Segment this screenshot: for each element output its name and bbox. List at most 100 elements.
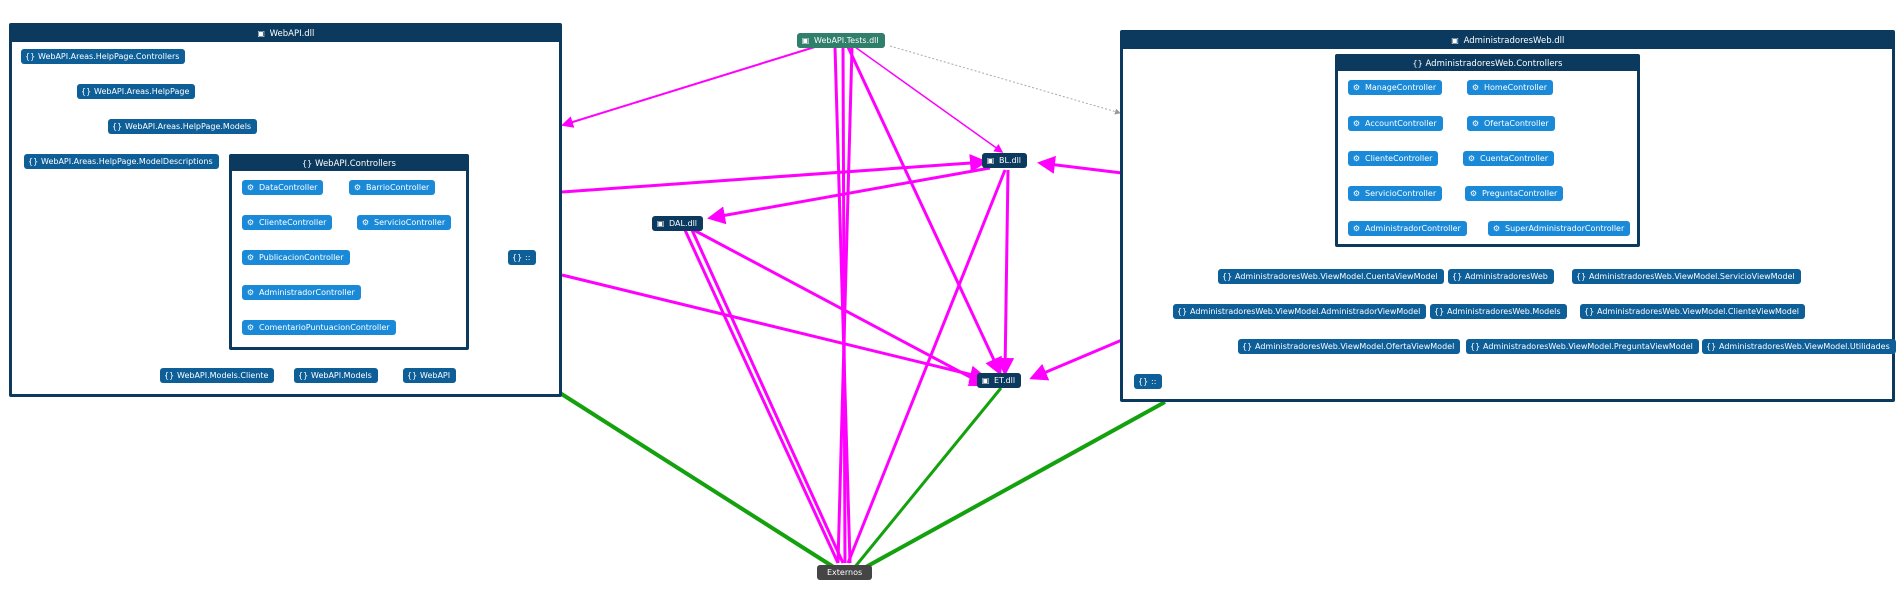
node-webapi-models[interactable]: {}WebAPI.Models — [294, 368, 378, 383]
edge-tests-webapi — [561, 45, 819, 128]
namespace-icon: {} — [1242, 342, 1253, 351]
node-webapi-models-cliente[interactable]: {}WebAPI.Models.Cliente — [160, 368, 275, 383]
assembly-icon: ▣ — [656, 219, 665, 228]
node-administrador-controller[interactable]: ⚙AdministradorController — [242, 285, 361, 300]
namespace-icon: {} — [164, 371, 175, 380]
class-icon: ⚙ — [246, 288, 255, 297]
node-data-controller[interactable]: ⚙DataController — [242, 180, 324, 195]
node-account-controller[interactable]: ⚙AccountController — [1348, 116, 1443, 131]
edge-tests-externos3 — [833, 46, 852, 564]
node-admin-root[interactable]: {}AdministradoresWeb — [1448, 269, 1554, 284]
assembly-icon: ▣ — [801, 36, 810, 45]
namespace-icon: {} — [1452, 272, 1463, 281]
class-icon: ⚙ — [1352, 224, 1361, 233]
edge-webapi-bl — [561, 154, 988, 194]
webapi-assembly-header[interactable]: ▣ WebAPI.dll — [12, 26, 559, 42]
node-superadmin-controller[interactable]: ⚙SuperAdministradorController — [1488, 221, 1631, 236]
edge-dal-externos2 — [690, 229, 845, 564]
class-icon: ⚙ — [1469, 189, 1478, 198]
node-cuenta-controller[interactable]: ⚙CuentaController — [1463, 151, 1555, 166]
node-webapi-root[interactable]: {}WebAPI — [403, 368, 457, 383]
webapi-controllers-header[interactable]: {}WebAPI.Controllers — [232, 157, 466, 171]
namespace-icon: {} — [1138, 377, 1149, 386]
namespace-icon: {} — [112, 122, 123, 131]
node-admin-models[interactable]: {}AdministradoresWeb.Models — [1430, 304, 1567, 319]
admin-controllers-header[interactable]: {}AdministradoresWeb.Controllers — [1338, 57, 1637, 71]
node-bl[interactable]: ▣BL.dll — [982, 153, 1028, 168]
edge-tests-externos2 — [836, 46, 854, 564]
class-icon: ⚙ — [246, 218, 255, 227]
node-webapi-collapsed[interactable]: {}:: — [508, 250, 537, 265]
admin-assembly-title: AdministradoresWeb.dll — [1463, 36, 1565, 46]
node-vm-oferta[interactable]: {}AdministradoresWeb.ViewModel.OfertaVie… — [1238, 339, 1461, 354]
namespace-icon: {} — [1434, 307, 1445, 316]
namespace-icon: {} — [407, 371, 418, 380]
class-icon: ⚙ — [1471, 119, 1480, 128]
admin-assembly-header[interactable]: ▣ AdministradoresWeb.dll — [1123, 33, 1892, 49]
node-admin-servicio-controller[interactable]: ⚙ServicioController — [1348, 186, 1443, 201]
node-barrio-controller[interactable]: ⚙BarrioController — [349, 180, 436, 195]
node-pregunta-controller[interactable]: ⚙PreguntaController — [1465, 186, 1564, 201]
namespace-icon: {} — [1177, 307, 1188, 316]
edge-dal-et — [689, 226, 988, 387]
node-vm-utilidades[interactable]: {}AdministradoresWeb.ViewModel.Utilidade… — [1702, 339, 1896, 354]
class-icon: ⚙ — [1352, 83, 1361, 92]
node-home-controller[interactable]: ⚙HomeController — [1467, 80, 1553, 95]
node-comentario-controller[interactable]: ⚙ComentarioPuntuacionController — [242, 320, 396, 335]
namespace-icon: {} — [1706, 342, 1717, 351]
edge-admin-bl — [1037, 155, 1123, 175]
class-icon: ⚙ — [1352, 119, 1361, 128]
assembly-icon: ▣ — [1451, 36, 1459, 45]
namespace-icon: {} — [25, 52, 36, 61]
node-publicacion-controller[interactable]: ⚙PublicacionController — [242, 250, 350, 265]
edge-bl-et — [996, 169, 1015, 376]
edge-tests-admin — [889, 45, 1121, 115]
node-helppage-modeldescriptions[interactable]: {}WebAPI.Areas.HelpPage.ModelDescription… — [24, 154, 219, 169]
node-oferta-controller[interactable]: ⚙OfertaController — [1467, 116, 1555, 131]
namespace-icon: {} — [1584, 307, 1595, 316]
node-vm-servicio[interactable]: {}AdministradoresWeb.ViewModel.ServicioV… — [1572, 269, 1801, 284]
edge-admin-et — [1029, 338, 1123, 381]
node-helppage-models[interactable]: {}WebAPI.Areas.HelpPage.Models — [108, 119, 258, 134]
node-admin-cliente-controller[interactable]: ⚙ClienteController — [1348, 151, 1439, 166]
namespace-icon: {} — [512, 253, 523, 262]
node-servicio-controller[interactable]: ⚙ServicioController — [357, 215, 452, 230]
edge-admin-externos — [854, 400, 1166, 575]
class-icon: ⚙ — [246, 183, 255, 192]
class-icon: ⚙ — [246, 253, 255, 262]
namespace-icon: {} — [28, 157, 39, 166]
node-vm-cliente[interactable]: {}AdministradoresWeb.ViewModel.ClienteVi… — [1580, 304, 1806, 319]
edge-bl-externos — [846, 169, 1007, 564]
namespace-icon: {} — [1576, 272, 1587, 281]
edge-tests-bl — [854, 46, 1004, 153]
node-helppage-controllers[interactable]: {}WebAPI.Areas.HelpPage.Controllers — [21, 49, 186, 64]
node-admin-administrador-controller[interactable]: ⚙AdministradorController — [1348, 221, 1467, 236]
namespace-icon: {} — [302, 159, 313, 168]
node-admin-collapsed[interactable]: {}:: — [1134, 374, 1163, 389]
class-icon: ⚙ — [246, 323, 255, 332]
assembly-icon: ▣ — [257, 29, 265, 38]
node-vm-cuenta[interactable]: {}AdministradoresWeb.ViewModel.CuentaVie… — [1218, 269, 1444, 284]
edge-tests-et — [846, 46, 1002, 376]
namespace-icon: {} — [81, 87, 92, 96]
node-vm-pregunta[interactable]: {}AdministradoresWeb.ViewModel.PreguntaV… — [1466, 339, 1699, 354]
class-icon: ⚙ — [1352, 154, 1361, 163]
node-externos[interactable]: Externos — [817, 565, 873, 580]
node-manage-controller[interactable]: ⚙ManageController — [1348, 80, 1443, 95]
class-icon: ⚙ — [1492, 224, 1501, 233]
webapi-assembly-title: WebAPI.dll — [269, 29, 315, 39]
node-et[interactable]: ▣ET.dll — [977, 373, 1022, 388]
node-cliente-controller[interactable]: ⚙ClienteController — [242, 215, 333, 230]
namespace-icon: {} — [1412, 59, 1423, 68]
edge-et-externos — [848, 387, 1003, 574]
class-icon: ⚙ — [361, 218, 370, 227]
node-dal[interactable]: ▣DAL.dll — [652, 216, 704, 231]
node-webapi-tests[interactable]: ▣WebAPI.Tests.dll — [797, 33, 885, 48]
node-vm-administrador[interactable]: {}AdministradoresWeb.ViewModel.Administr… — [1173, 304, 1427, 319]
assembly-icon: ▣ — [981, 376, 990, 385]
edge-dal-externos1 — [683, 229, 840, 564]
namespace-icon: {} — [1470, 342, 1481, 351]
node-helppage[interactable]: {}WebAPI.Areas.HelpPage — [77, 84, 196, 99]
edge-bl-dal — [707, 166, 991, 225]
edge-webapi-externos — [558, 391, 845, 575]
